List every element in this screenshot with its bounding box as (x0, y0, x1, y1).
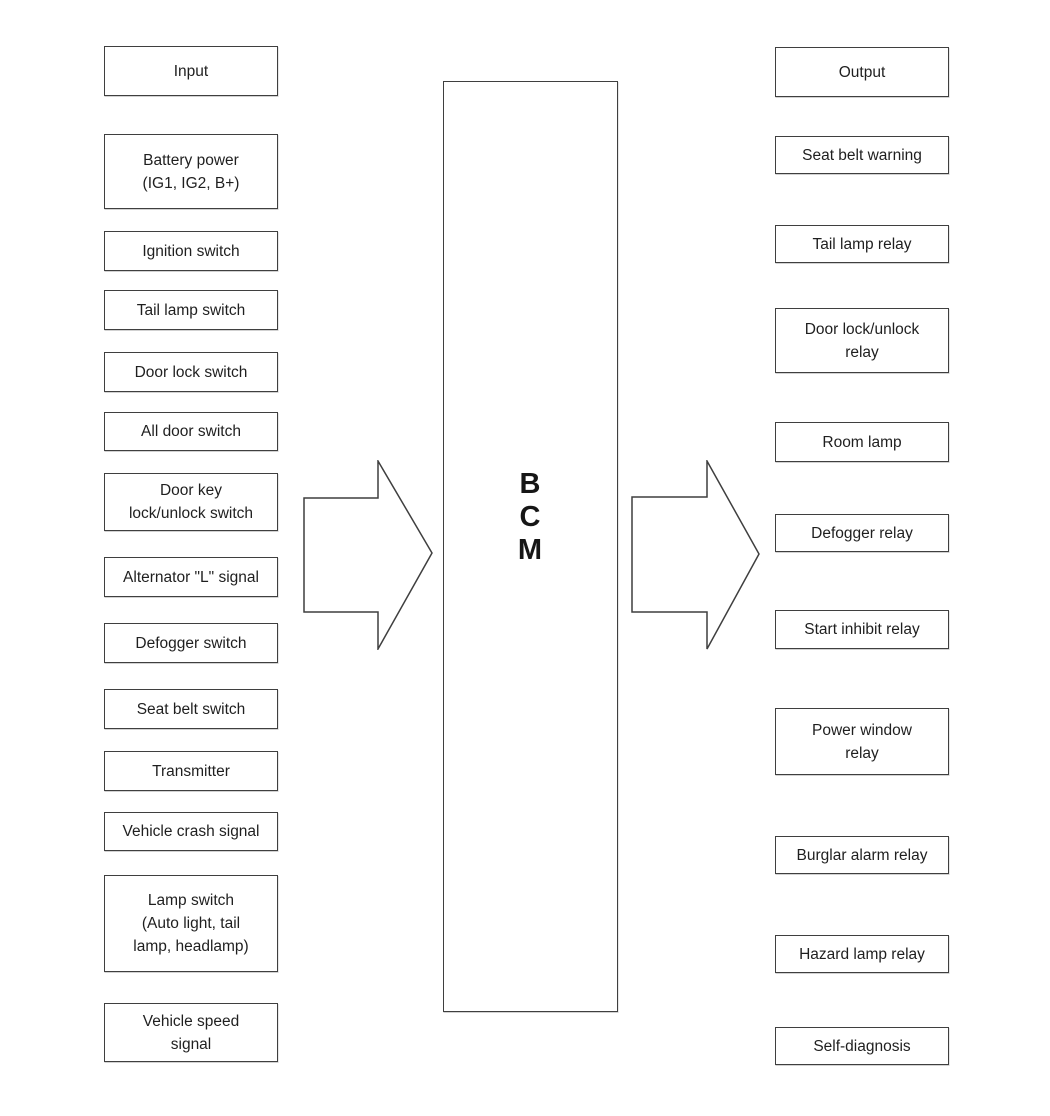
input-box-battery-power: Battery power (IG1, IG2, B+) (104, 134, 278, 209)
input-box-vehicle-crash-signal: Vehicle crash signal (104, 812, 278, 851)
input-box-alternator-l-signal: Alternator "L" signal (104, 557, 278, 597)
input-box-defogger-switch: Defogger switch (104, 623, 278, 663)
output-header-box: Output (775, 47, 949, 97)
input-header-box: Input (104, 46, 278, 96)
input-box-ignition-switch: Ignition switch (104, 231, 278, 271)
input-box-tail-lamp-switch: Tail lamp switch (104, 290, 278, 330)
output-box-hazard-lamp-relay: Hazard lamp relay (775, 935, 949, 973)
output-box-defogger-relay: Defogger relay (775, 514, 949, 552)
bcm-label: B C M (517, 468, 544, 566)
input-box-lamp-switch: Lamp switch (Auto light, tail lamp, head… (104, 875, 278, 972)
input-box-vehicle-speed-signal: Vehicle speed signal (104, 1003, 278, 1062)
input-box-transmitter: Transmitter (104, 751, 278, 791)
output-box-tail-lamp-relay: Tail lamp relay (775, 225, 949, 263)
output-box-room-lamp: Room lamp (775, 422, 949, 462)
output-box-seat-belt-warning: Seat belt warning (775, 136, 949, 174)
input-box-door-lock-switch: Door lock switch (104, 352, 278, 392)
output-box-start-inhibit-relay: Start inhibit relay (775, 610, 949, 649)
bcm-box: B C M (443, 81, 618, 1012)
output-box-self-diagnosis: Self-diagnosis (775, 1027, 949, 1065)
inputs-to-bcm-arrow-icon (303, 460, 433, 650)
input-box-door-key-lock-unlock-switch: Door key lock/unlock switch (104, 473, 278, 531)
bcm-to-outputs-arrow-icon (631, 460, 760, 650)
output-box-door-lock-unlock-relay: Door lock/unlock relay (775, 308, 949, 373)
input-box-seat-belt-switch: Seat belt switch (104, 689, 278, 729)
input-box-all-door-switch: All door switch (104, 412, 278, 451)
output-box-burglar-alarm-relay: Burglar alarm relay (775, 836, 949, 874)
output-box-power-window-relay: Power window relay (775, 708, 949, 775)
